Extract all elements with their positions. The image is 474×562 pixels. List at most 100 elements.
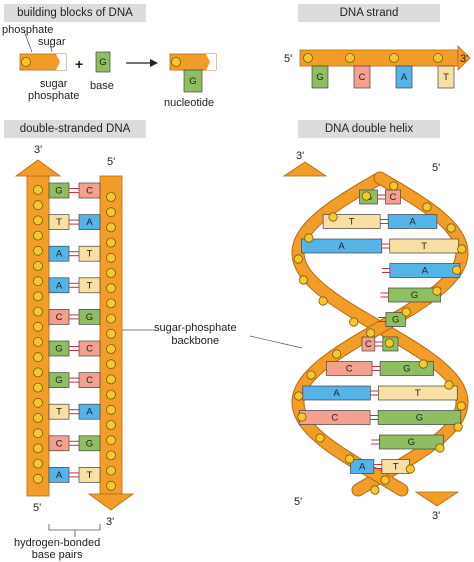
right-backbone-arrow bbox=[87, 493, 135, 511]
label-base: base bbox=[90, 80, 114, 92]
prime-helix-bottom-5: 5' bbox=[294, 496, 303, 508]
label-sugar-phosphate: sugar phosphate bbox=[28, 78, 80, 102]
helix-base-G bbox=[388, 287, 441, 303]
base-letter: G bbox=[408, 437, 415, 448]
label-nucleotide: nucleotide bbox=[164, 97, 215, 109]
ladder-base-T bbox=[78, 245, 101, 262]
helix-phosphate-back bbox=[453, 422, 463, 432]
label-hbond: hydrogen-bonded base pairs bbox=[14, 537, 101, 561]
ladder-base-A bbox=[48, 467, 70, 483]
helix-phosphate-back bbox=[444, 380, 454, 390]
nucleotide-phosphate bbox=[171, 57, 181, 67]
helix-phosphate-front bbox=[422, 202, 432, 212]
ladder-phosphate-right bbox=[106, 344, 116, 354]
helix-bottom-arrow bbox=[414, 491, 460, 507]
base-letter: A bbox=[401, 72, 408, 83]
base-letter: A bbox=[56, 280, 63, 291]
base-letter: T bbox=[87, 280, 93, 291]
base-letter: C bbox=[346, 364, 353, 375]
base-letter: C bbox=[56, 312, 63, 323]
base-letter: T bbox=[349, 217, 355, 228]
ladder-phosphate-right bbox=[106, 192, 116, 202]
ladder-base-C bbox=[48, 435, 70, 452]
label-plus: + bbox=[75, 56, 84, 72]
base-letter: T bbox=[56, 407, 62, 418]
ladder-phosphate-left bbox=[33, 261, 43, 271]
base-letter: A bbox=[333, 388, 340, 399]
helix-phosphate-front bbox=[332, 349, 342, 359]
base-letter: A bbox=[86, 407, 93, 418]
helix-phosphate-back bbox=[328, 212, 338, 222]
ladder-phosphate-left bbox=[33, 185, 43, 195]
base-letter: G bbox=[403, 364, 410, 375]
helix-phosphate-back bbox=[405, 464, 415, 474]
base-letter: A bbox=[409, 217, 416, 228]
helix-phosphate-back bbox=[456, 401, 466, 411]
base-letter: C bbox=[331, 413, 338, 424]
base-letter: A bbox=[422, 266, 429, 277]
base-letter: C bbox=[56, 438, 63, 449]
base-letter: C bbox=[86, 186, 93, 197]
helix-base-A bbox=[302, 385, 371, 401]
strand-phosphate bbox=[389, 53, 399, 63]
helix-base-A bbox=[301, 238, 383, 254]
helix-phosphate-front bbox=[432, 286, 442, 296]
ladder-base-G bbox=[78, 309, 101, 325]
ladder-phosphate-right bbox=[106, 252, 116, 263]
ladder-base-G bbox=[48, 372, 70, 388]
ladder-phosphate-right bbox=[106, 283, 116, 294]
ladder-base-A bbox=[48, 245, 70, 262]
ladder-phosphate-right bbox=[106, 328, 116, 339]
ladder-phosphate-left bbox=[33, 245, 43, 256]
helix-phosphate-front bbox=[345, 454, 355, 464]
base-letter: C bbox=[86, 344, 93, 355]
header-building-blocks: building blocks of DNA bbox=[4, 4, 146, 22]
ladder-phosphate-left bbox=[33, 428, 43, 439]
ladder-phosphate-left bbox=[33, 367, 43, 378]
helix-phosphate-front bbox=[306, 370, 316, 380]
base-letter: G bbox=[55, 375, 62, 386]
ladder-base-C bbox=[48, 309, 70, 325]
base-letter: G bbox=[86, 312, 93, 323]
base-letter: A bbox=[56, 470, 63, 481]
ladder-phosphate-right bbox=[106, 359, 116, 370]
helix-base-T bbox=[377, 385, 458, 401]
helix-phosphate-front bbox=[457, 244, 467, 254]
ladder-base-G bbox=[48, 340, 70, 357]
prime-ladder-top-3: 3' bbox=[34, 144, 43, 156]
ladder-phosphate-right bbox=[106, 207, 116, 218]
ladder-base-C bbox=[78, 340, 101, 357]
base-letter: G bbox=[55, 186, 62, 197]
helix-phosphate-back bbox=[384, 338, 395, 348]
helix-phosphate-front bbox=[446, 223, 456, 233]
helix-phosphate-back bbox=[318, 296, 328, 306]
ladder-phosphate-left bbox=[33, 352, 43, 363]
phosphate-circle bbox=[21, 57, 31, 67]
base-letter: G bbox=[316, 72, 323, 83]
base-letter: T bbox=[393, 462, 399, 473]
ladder-phosphate-right bbox=[106, 268, 116, 278]
ladder-phosphate-right bbox=[106, 465, 116, 476]
ladder-base-A bbox=[78, 403, 101, 420]
ladder-phosphate-left bbox=[33, 413, 43, 423]
label-phosphate: phosphate bbox=[2, 24, 54, 36]
header-double-helix: DNA double helix bbox=[298, 120, 440, 138]
prime-strand-3: 3' bbox=[460, 53, 469, 65]
leader-backbone-right bbox=[249, 335, 303, 349]
base-letter: G bbox=[99, 57, 106, 68]
leader-sugar bbox=[49, 43, 53, 53]
helix-phosphate-front bbox=[294, 391, 304, 401]
strand-base-C bbox=[353, 65, 371, 89]
helix-phosphate-front bbox=[389, 181, 399, 191]
strand-phosphate bbox=[433, 53, 443, 63]
ladder-base-G bbox=[48, 182, 70, 199]
ladder-phosphate-right bbox=[106, 435, 116, 446]
ladder-base-C bbox=[78, 182, 101, 199]
base-letter: G bbox=[86, 438, 93, 449]
ladder-base-T bbox=[78, 467, 101, 483]
base-letter: A bbox=[359, 462, 366, 473]
ladder-phosphate-left bbox=[33, 473, 43, 484]
base-letter: C bbox=[359, 72, 366, 83]
ladder-phosphate-right bbox=[106, 389, 116, 400]
prime-ladder-bottom-5: 5' bbox=[33, 502, 42, 514]
